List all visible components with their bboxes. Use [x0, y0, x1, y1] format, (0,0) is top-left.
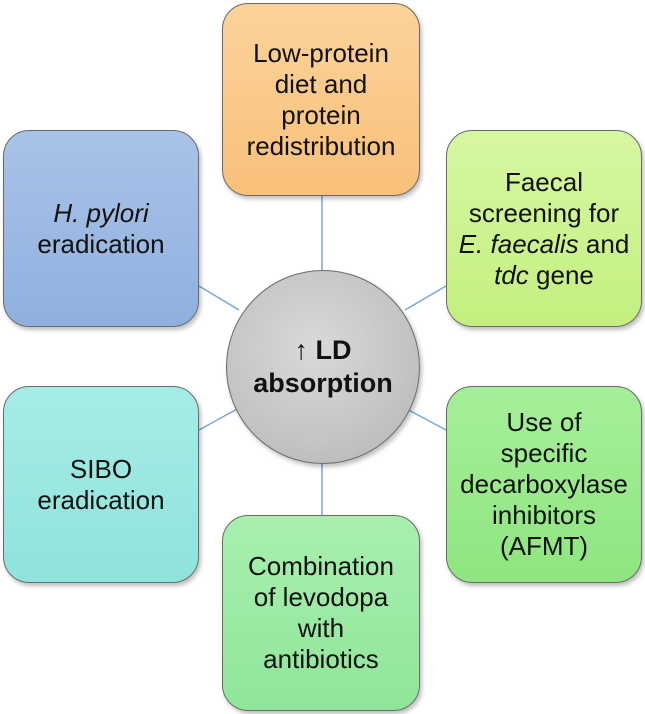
node-text-line: eradication	[37, 484, 165, 515]
node-text-line: specific	[500, 438, 588, 468]
node-text-line: SIBO	[69, 453, 133, 484]
node-text-line: protein	[281, 99, 361, 130]
connector-top-right	[404, 285, 447, 311]
node-text-italic: H. pylori	[53, 197, 149, 228]
node-text-line: redistribution	[246, 130, 396, 161]
hub-text-absorption: absorption	[253, 368, 393, 398]
node-levodopa-antibiotics: Combination of levodopa with antibiotics	[222, 515, 420, 711]
node-text-line: tdc gene	[459, 260, 630, 291]
node-text-italic: E. faecalis	[458, 228, 579, 259]
node-text-segment: and	[578, 228, 630, 259]
node-text-line: eradication	[37, 228, 165, 259]
node-text-line: Combination	[248, 551, 394, 581]
center-hub-ld-absorption: ↑ LD absorption	[226, 270, 420, 464]
node-text-line: inhibitors	[491, 500, 597, 530]
node-h-pylori-eradication: H. pylori eradication	[3, 130, 199, 327]
node-text-line: Use of	[506, 407, 582, 437]
node-sibo-eradication: SIBO eradication	[3, 386, 199, 583]
node-text-line: Low-protein	[253, 37, 389, 68]
node-text-line: antibiotics	[263, 644, 379, 674]
node-text-line: diet and	[274, 68, 368, 99]
node-text-line: screening for	[468, 197, 620, 228]
node-text-line: of levodopa	[253, 582, 389, 612]
node-low-protein-diet: Low-protein diet and protein redistribut…	[222, 3, 420, 196]
node-text-line: E. faecalis and	[459, 229, 630, 260]
up-arrow-icon: ↑	[294, 335, 308, 365]
connector-bottom-left	[198, 407, 240, 431]
hub-line-1: ↑ LD	[294, 334, 351, 367]
node-faecal-screening: Faecal screening for E. faecalis and tdc…	[446, 130, 642, 327]
node-text-line: with	[297, 613, 345, 643]
connector-top-left	[198, 285, 240, 311]
node-text-line: decarboxylase	[460, 469, 628, 499]
node-text-line: Faecal	[504, 166, 584, 197]
connector-bottom-right	[404, 407, 447, 431]
hub-text-ld: LD	[315, 335, 352, 365]
node-text-segment: gene	[528, 259, 594, 290]
node-text-italic: tdc	[494, 259, 529, 290]
node-decarboxylase-inhibitors: Use of specific decarboxylase inhibitors…	[446, 386, 642, 583]
node-text-line: (AFMT)	[499, 531, 589, 561]
